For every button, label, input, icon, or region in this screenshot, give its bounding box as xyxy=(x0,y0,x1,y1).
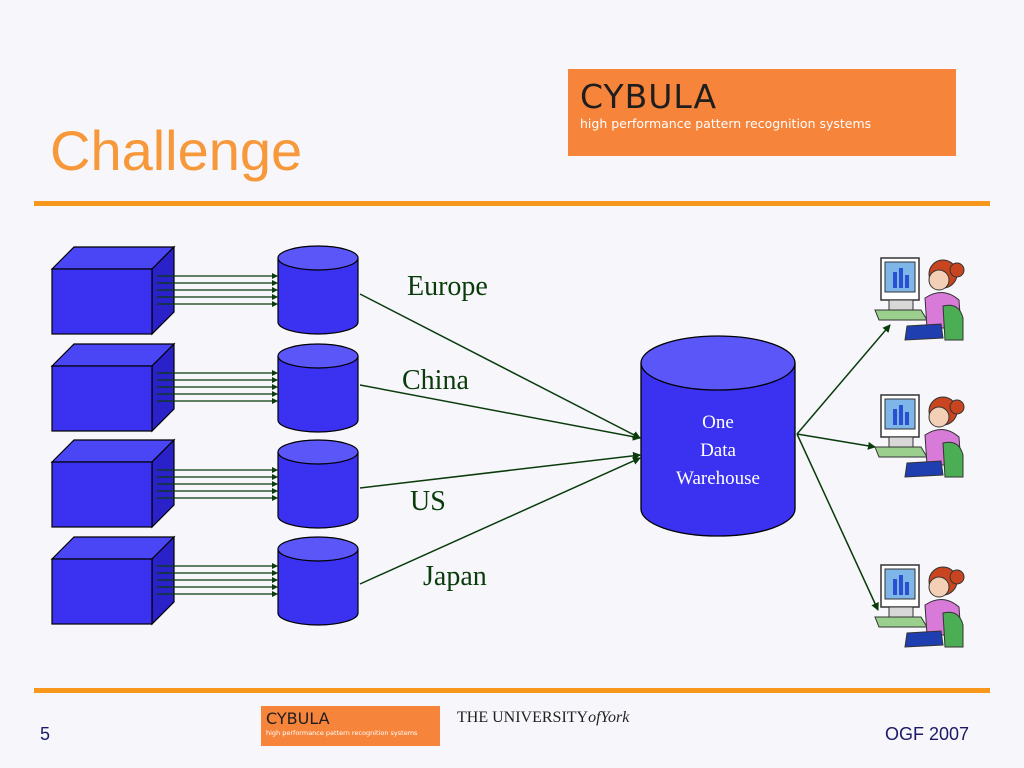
footer-divider xyxy=(34,688,990,693)
feed-arrows-us xyxy=(157,470,277,498)
slide-number: 5 xyxy=(40,724,51,744)
link-us-warehouse xyxy=(359,451,641,489)
slide-title: Challenge xyxy=(50,119,303,182)
feed-arrows-europe xyxy=(157,276,277,304)
feed-arrows-china xyxy=(157,373,277,401)
university-prefix: THE UNIVERSITY xyxy=(457,709,589,726)
university-of-york-logo: THE UNIVERSITYofYork xyxy=(457,709,629,727)
source-server-europe xyxy=(51,246,175,335)
source-server-japan xyxy=(51,536,175,625)
cybula-logo-brand: CYBULA xyxy=(580,77,718,116)
database-japan xyxy=(277,536,359,626)
link-warehouse-user-3 xyxy=(796,433,879,611)
region-label-china: China xyxy=(402,365,469,396)
warehouse-label-line3: Warehouse xyxy=(676,468,760,489)
user-workstation-icon xyxy=(874,564,965,648)
link-europe-warehouse xyxy=(359,293,641,439)
region-label-japan: Japan xyxy=(423,561,487,592)
university-of: of xyxy=(588,709,601,726)
cybula-footer-logo-brand: CYBULA xyxy=(266,709,330,728)
feed-arrows-japan xyxy=(157,566,277,594)
cybula-footer-logo: CYBULA high performance pattern recognit… xyxy=(261,706,440,746)
university-name: York xyxy=(600,709,630,726)
link-china-warehouse xyxy=(359,384,641,441)
cybula-logo: CYBULA high performance pattern recognit… xyxy=(568,69,956,156)
link-warehouse-user-2 xyxy=(796,433,876,450)
user-workstation-icon xyxy=(874,394,965,478)
data-warehouse: One Data Warehouse xyxy=(640,335,796,537)
region-label-europe: Europe xyxy=(407,271,488,302)
database-us xyxy=(277,439,359,529)
source-server-us xyxy=(51,439,175,528)
database-china xyxy=(277,343,359,433)
cybula-footer-logo-tagline: high performance pattern recognition sys… xyxy=(266,729,418,737)
event-label: OGF 2007 xyxy=(885,724,970,744)
database-europe xyxy=(277,245,359,335)
region-label-us: US xyxy=(410,486,446,517)
warehouse-label-line1: One xyxy=(702,412,734,433)
warehouse-label-line2: Data xyxy=(700,440,736,461)
source-server-china xyxy=(51,343,175,432)
cybula-logo-tagline: high performance pattern recognition sys… xyxy=(580,116,872,131)
link-warehouse-user-1 xyxy=(796,324,891,435)
title-divider xyxy=(34,201,990,206)
link-japan-warehouse xyxy=(359,457,641,585)
